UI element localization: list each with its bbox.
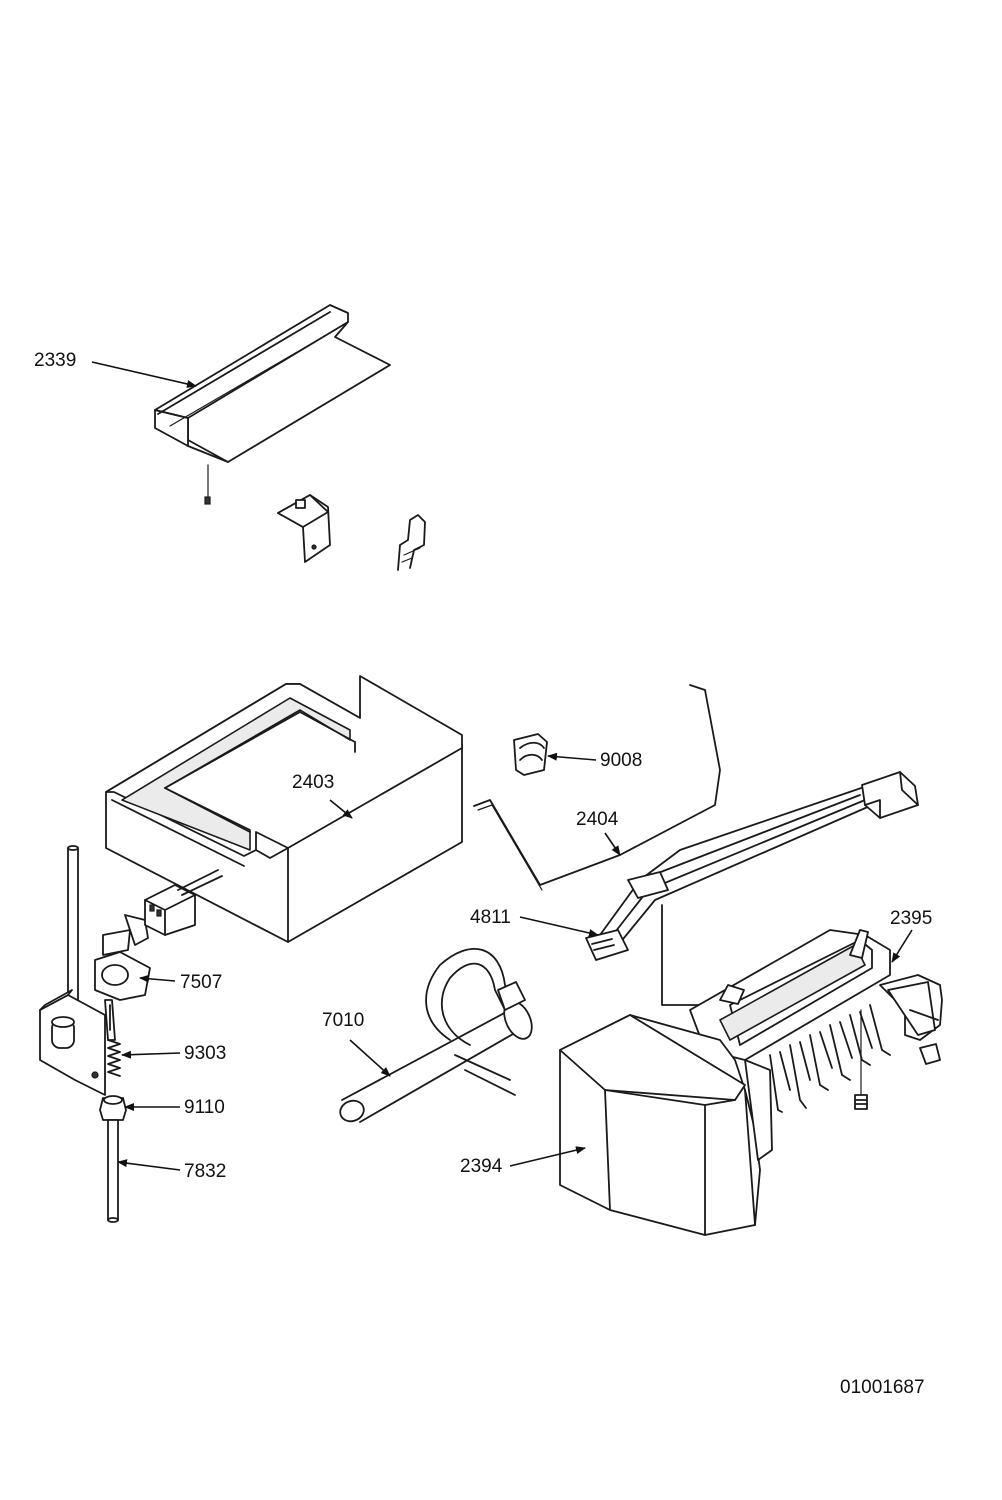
callout-2403: 2403 — [292, 772, 334, 793]
callout-7832: 7832 — [184, 1161, 226, 1182]
callout-2339: 2339 — [34, 350, 76, 371]
callout-2404: 2404 — [576, 809, 619, 830]
wire-harness-2404 — [473, 684, 721, 891]
fill-tube-7010 — [339, 948, 533, 1123]
nut-9110 — [99, 1095, 127, 1121]
mounting-clip — [397, 514, 426, 571]
callout-labels: 2339 2403 9008 2404 4811 2395 7507 7010 … — [34, 350, 932, 1398]
callout-2395: 2395 — [890, 908, 932, 929]
ejector-fingers — [769, 1004, 891, 1113]
screw — [854, 1009, 868, 1110]
callout-9303: 9303 — [184, 1043, 226, 1064]
mounting-bracket — [277, 494, 331, 563]
drawing-number: 01001687 — [840, 1377, 925, 1398]
callout-2394: 2394 — [460, 1156, 503, 1177]
ice-bin-2403 — [105, 675, 463, 943]
callout-9110: 9110 — [184, 1097, 225, 1118]
callout-leaders — [91, 361, 913, 1171]
callout-4811: 4811 — [470, 907, 511, 928]
wiring-assembly-4811 — [585, 771, 919, 1006]
wire-clip-9008 — [513, 733, 548, 776]
cover-plate-2339 — [154, 304, 391, 505]
spring-9303 — [107, 1039, 121, 1077]
callout-7507: 7507 — [180, 972, 222, 993]
water-valve-assembly — [39, 845, 223, 1223]
callout-7010: 7010 — [322, 1010, 364, 1031]
ice-maker-2395 — [689, 929, 943, 1113]
callout-9008: 9008 — [600, 750, 642, 771]
front-cover-2394 — [559, 1014, 773, 1236]
tube-7832 — [107, 1119, 119, 1223]
